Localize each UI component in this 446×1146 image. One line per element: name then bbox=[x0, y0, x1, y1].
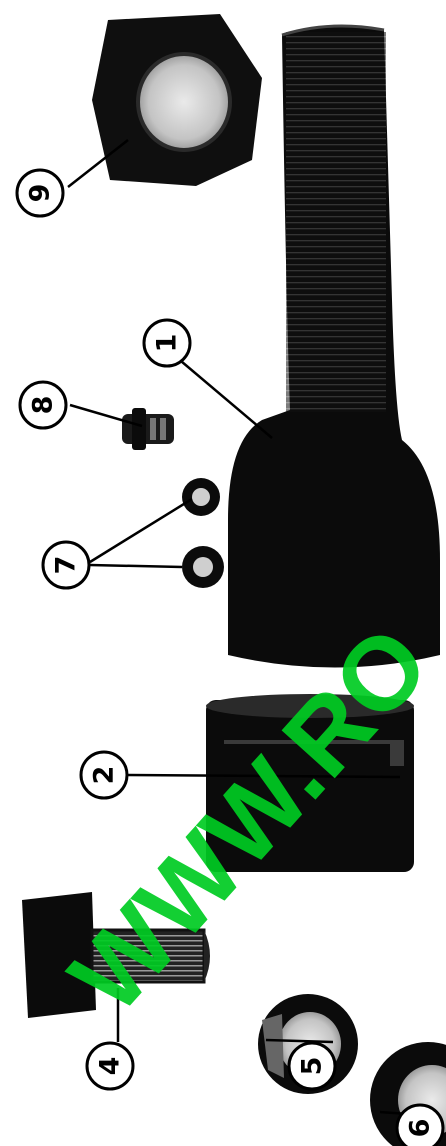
callout-6: 6 bbox=[397, 1105, 443, 1146]
callout-9: 9 bbox=[17, 170, 63, 216]
svg-text:7: 7 bbox=[51, 556, 82, 575]
svg-text:8: 8 bbox=[28, 396, 59, 415]
yoke-threads bbox=[286, 32, 386, 412]
callout-4: 4 bbox=[87, 1043, 133, 1089]
hex-nut-part bbox=[92, 14, 262, 186]
svg-text:5: 5 bbox=[297, 1057, 328, 1076]
callout-7: 7 bbox=[43, 542, 89, 588]
svg-text:2: 2 bbox=[89, 766, 120, 785]
yoke-part bbox=[228, 26, 440, 668]
callout-5: 5 bbox=[289, 1043, 335, 1089]
callout-1: 1 bbox=[144, 320, 190, 366]
callout-8: 8 bbox=[20, 382, 66, 428]
svg-text:9: 9 bbox=[25, 184, 56, 203]
svg-text:6: 6 bbox=[405, 1119, 436, 1138]
callout-2: 2 bbox=[81, 752, 127, 798]
grease-fitting-part bbox=[122, 408, 174, 450]
svg-text:1: 1 bbox=[152, 334, 183, 353]
svg-text:4: 4 bbox=[95, 1057, 126, 1076]
o-rings-part bbox=[182, 478, 224, 588]
